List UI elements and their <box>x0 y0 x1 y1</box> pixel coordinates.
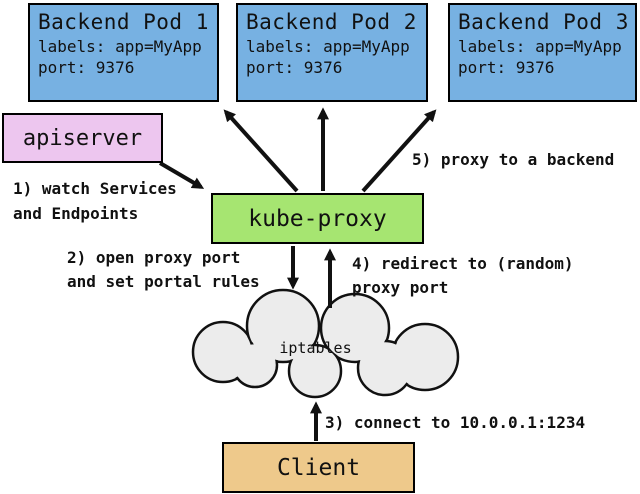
backend-pod-3-box: Backend Pod 3 labels: app=MyApp port: 93… <box>448 3 637 102</box>
backend-pod-1-box: Backend Pod 1 labels: app=MyApp port: 93… <box>28 3 219 102</box>
apiserver-label: apiserver <box>22 125 143 151</box>
client-label: Client <box>276 454 361 481</box>
iptables-cloud <box>191 288 460 399</box>
pod-title: Backend Pod 2 <box>246 10 417 34</box>
pod-labels-line: labels: app=MyApp <box>246 37 410 56</box>
annotation-step2-line2: and set portal rules <box>67 272 260 291</box>
annotation-step1-line1: 1) watch Services <box>13 179 177 198</box>
kube-proxy-label: kube-proxy <box>248 205 387 232</box>
annotation-step3: 3) connect to 10.0.0.1:1234 <box>325 413 586 432</box>
pod-title: Backend Pod 1 <box>38 10 209 34</box>
arrow-kube-proxy-to-pod3 <box>361 109 437 193</box>
pod-port-line: port: 9376 <box>38 58 135 77</box>
arrow-apiserver-to-kube-proxy <box>158 161 205 189</box>
apiserver-box: apiserver <box>2 113 163 163</box>
pod-port-line: port: 9376 <box>458 58 555 77</box>
client-box: Client <box>222 442 415 493</box>
iptables-label: iptables <box>279 339 352 357</box>
pod-title: Backend Pod 3 <box>458 10 629 34</box>
annotation-step1-line2: and Endpoints <box>13 204 139 223</box>
annotation-step4-line1: 4) redirect to (random) <box>352 254 574 273</box>
annotation-step2: 2) open proxy port and set portal rules <box>67 246 260 294</box>
pod-port-line: port: 9376 <box>246 58 343 77</box>
pod-labels-line: labels: app=MyApp <box>38 37 202 56</box>
annotation-step5: 5) proxy to a backend <box>412 150 615 169</box>
kube-proxy-box: kube-proxy <box>211 193 424 244</box>
annotation-step1: 1) watch Services and Endpoints <box>13 176 177 226</box>
annotation-step4-line2: proxy port <box>352 278 449 297</box>
pod-labels-line: labels: app=MyApp <box>458 37 622 56</box>
annotation-step2-line1: 2) open proxy port <box>67 248 241 267</box>
annotation-step4: 4) redirect to (random) proxy port <box>352 252 574 300</box>
arrow-kube-proxy-to-pod1 <box>223 109 299 193</box>
backend-pod-2-box: Backend Pod 2 labels: app=MyApp port: 93… <box>236 3 428 102</box>
